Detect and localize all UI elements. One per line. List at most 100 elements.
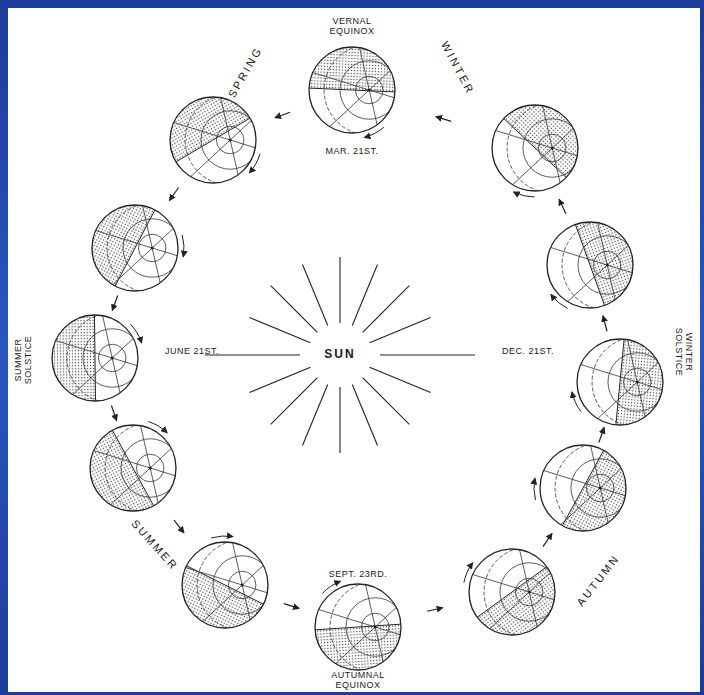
- parallel-line: [67, 313, 157, 403]
- meridian-line: [242, 585, 261, 669]
- meridian-line: [552, 148, 571, 232]
- sun-ray: [380, 354, 475, 355]
- season-label: WINTER: [439, 39, 477, 96]
- rotation-arrow: [464, 563, 473, 583]
- pole-dot: [606, 264, 609, 267]
- meridian-line: [30, 333, 112, 358]
- rotation-arrow: [364, 127, 383, 137]
- globe-outline: [547, 222, 633, 308]
- sun-ray: [339, 387, 340, 453]
- rotation-arrow: [148, 422, 167, 433]
- globe-outline: [52, 315, 138, 401]
- meridian-line: [489, 148, 552, 206]
- date-label: SEPT. 23RD.: [329, 570, 388, 580]
- meridian-line: [537, 488, 600, 546]
- globe-outline: [469, 549, 555, 635]
- rotation-arrow: [534, 478, 536, 500]
- meridian-line: [600, 430, 663, 488]
- meridian-line: [369, 32, 432, 90]
- globe-outline: [170, 97, 256, 183]
- meridian-line: [637, 382, 704, 407]
- earth-globe: [30, 274, 194, 442]
- parallel-line: [136, 454, 164, 482]
- meridian-line: [607, 265, 689, 290]
- meridian-line: [607, 207, 670, 265]
- orbit-arrow: [427, 608, 443, 612]
- parallel-line: [324, 45, 414, 135]
- meridian-line: [369, 90, 388, 174]
- meridian-line: [152, 248, 171, 332]
- rotation-arrow: [572, 392, 581, 412]
- parallel-line: [507, 103, 597, 193]
- earth-globe: [525, 181, 689, 349]
- meridian-line: [529, 592, 548, 676]
- meridian-line: [68, 443, 150, 468]
- earth-globe: [470, 64, 634, 232]
- meridian-line: [600, 488, 682, 513]
- parallel-line: [330, 582, 420, 672]
- sun-ray: [205, 354, 300, 355]
- earth-globe: [293, 543, 457, 695]
- meridian-line: [525, 240, 607, 265]
- sun-ray: [249, 367, 310, 392]
- meridian-line: [287, 65, 369, 90]
- date-label: VERNAL EQUINOX: [317, 17, 387, 37]
- sun-ray: [370, 317, 431, 342]
- terminator-line: [115, 210, 155, 286]
- parallel-line: [361, 613, 389, 641]
- meridian-line: [150, 468, 232, 493]
- rotation-arrow: [551, 294, 568, 308]
- parallel-line: [197, 540, 287, 630]
- meridian-line: [552, 90, 615, 148]
- meridian-line: [447, 567, 529, 592]
- parallel-line: [562, 220, 652, 310]
- earth-globe: [518, 404, 682, 572]
- pole-dot: [111, 357, 114, 360]
- meridian-line: [637, 382, 656, 466]
- night-shading: [313, 624, 406, 675]
- earth-globe: [70, 164, 234, 332]
- sun-ray: [352, 385, 377, 446]
- orbit-arrow: [169, 188, 178, 201]
- meridian-line: [544, 265, 607, 323]
- parallel-line: [228, 571, 256, 599]
- pole-dot: [599, 487, 602, 490]
- sun-ray: [249, 317, 310, 342]
- date-label: MAR. 21ST.: [325, 147, 378, 157]
- rotation-arrow: [130, 324, 141, 343]
- pole-dot: [229, 139, 232, 142]
- meridian-line: [574, 382, 637, 440]
- parallel-line: [586, 474, 614, 502]
- rotation-arrow: [513, 192, 534, 197]
- parallel-line: [138, 234, 166, 262]
- meridian-line: [529, 534, 592, 592]
- meridian-line: [637, 324, 700, 382]
- sun-ray: [302, 385, 327, 446]
- parallel-line: [593, 251, 621, 279]
- orbit-arrow: [559, 199, 566, 213]
- rotation-arrow: [249, 154, 260, 173]
- terminator-line: [616, 339, 624, 425]
- night-shading: [502, 84, 598, 178]
- meridian-line: [150, 410, 213, 468]
- terminator-line: [94, 315, 95, 401]
- terminator-line: [562, 450, 603, 525]
- pole-dot: [151, 247, 154, 250]
- pole-dot: [149, 467, 152, 470]
- orbit-arrow: [111, 405, 116, 420]
- meridian-line: [70, 223, 152, 248]
- season-label: SPRING: [225, 44, 264, 100]
- sun-ray: [271, 378, 318, 425]
- pole-dot: [374, 626, 377, 629]
- meridian-line: [242, 527, 305, 585]
- meridian-line: [470, 123, 552, 148]
- orbit-arrow: [436, 117, 451, 122]
- meridian-line: [179, 585, 242, 643]
- meridian-line: [242, 585, 324, 610]
- night-shading: [476, 566, 575, 655]
- earth-globe: [287, 6, 451, 174]
- date-label: SUN: [324, 348, 355, 361]
- globe-outline: [540, 445, 626, 531]
- date-label: AUTUMNAL EQUINOX: [323, 671, 393, 691]
- meridian-line: [552, 148, 634, 173]
